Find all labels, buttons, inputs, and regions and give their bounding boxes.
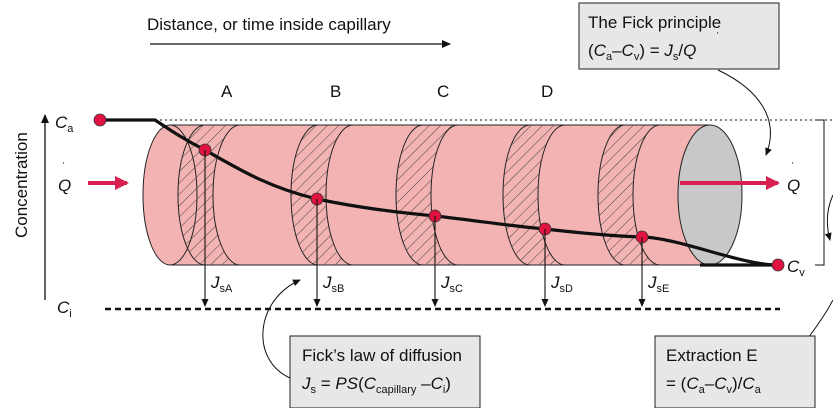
- ex-mid: )/: [732, 374, 743, 393]
- fick-principle-equation: (Ca–Cv) = Js/Q: [588, 41, 696, 63]
- fl-j: J: [301, 374, 311, 393]
- fl-close: ): [445, 374, 451, 393]
- fp-j: J: [663, 41, 673, 60]
- concentration-label: Concentration: [12, 132, 31, 238]
- flux-label-e-main: J: [647, 273, 657, 292]
- extraction-equation: = (Ca–Cv)/Ca: [666, 374, 762, 396]
- flux-label-b-main: J: [322, 273, 332, 292]
- fl-eq: =: [316, 374, 335, 393]
- fl-ps: PS: [335, 374, 358, 393]
- distance-axis-label: Distance, or time inside capillary: [147, 15, 391, 34]
- q-out-label: Q: [787, 176, 800, 195]
- ca-label-main: C: [55, 113, 68, 132]
- extraction-pointer: [827, 195, 833, 240]
- q-out-dot: ˙: [791, 160, 795, 175]
- fp-close: ) =: [639, 41, 664, 60]
- fick-law-equation: Js = PS(Ccapillary –Ci): [301, 374, 451, 396]
- ca-label-sub: a: [67, 123, 74, 135]
- segment-label-d: D: [541, 82, 553, 101]
- fl-c1: C: [364, 374, 377, 393]
- ex-c2: C: [714, 374, 727, 393]
- fp-q: Q: [683, 41, 696, 60]
- flux-label-b-sub: sB: [332, 283, 345, 295]
- ci-label: Ci: [57, 298, 72, 320]
- flux-label-e-sub: sE: [657, 283, 670, 295]
- flux-label-b: JsB: [322, 273, 344, 295]
- cv-label-main: C: [787, 257, 800, 276]
- fick-principle-title: The Fick principle: [588, 13, 721, 32]
- fick-law-title: Fick’s law of diffusion: [302, 346, 462, 365]
- fick-principle-box: The Fick principle (Ca–Cv) = Js/Q ˙: [579, 3, 779, 69]
- fl-c2: C: [431, 374, 444, 393]
- cv-point: [772, 259, 784, 271]
- ca-point: [94, 114, 106, 126]
- fick-law-box: Fick’s law of diffusion Js = PS(Ccapilla…: [290, 336, 480, 408]
- fl-minus: –: [416, 374, 431, 393]
- cv-label: Cv: [787, 257, 805, 279]
- flux-label-c-main: J: [440, 273, 450, 292]
- flux-label-d: JsD: [550, 273, 573, 295]
- ci-label-sub: i: [69, 308, 71, 320]
- q-in-dot: ˙: [62, 160, 66, 175]
- segment-label-b: B: [330, 82, 341, 101]
- extraction-box: Extraction E = (Ca–Cv)/Ca: [655, 336, 815, 408]
- fl-s1: capillary: [376, 384, 417, 396]
- segment-label-a: A: [221, 82, 233, 101]
- cv-label-sub: v: [799, 267, 805, 279]
- fp-c2: C: [622, 41, 635, 60]
- extraction-bracket: [815, 120, 824, 265]
- extraction-box-connector: [808, 300, 833, 338]
- ex-pre: = (: [666, 374, 687, 393]
- ex-c3: C: [742, 374, 755, 393]
- flux-label-e: JsE: [647, 273, 669, 295]
- flux-label-d-sub: sD: [560, 283, 574, 295]
- flux-label-d-main: J: [550, 273, 560, 292]
- flux-label-a-main: J: [210, 273, 220, 292]
- ex-s3: a: [755, 384, 762, 396]
- extraction-title: Extraction E: [666, 346, 758, 365]
- ca-label: Ca: [55, 113, 74, 135]
- flux-label-a-sub: sA: [220, 283, 234, 295]
- fp-c1: C: [594, 41, 607, 60]
- ci-label-main: C: [57, 298, 70, 317]
- q-in-label: Q: [58, 176, 71, 195]
- fp-q-dot: ˙: [716, 30, 720, 45]
- flux-label-c-sub: sC: [450, 283, 464, 295]
- flux-label-a: JsA: [210, 273, 233, 295]
- ex-c1: C: [686, 374, 699, 393]
- segment-label-c: C: [437, 82, 449, 101]
- flux-label-c: JsC: [440, 273, 463, 295]
